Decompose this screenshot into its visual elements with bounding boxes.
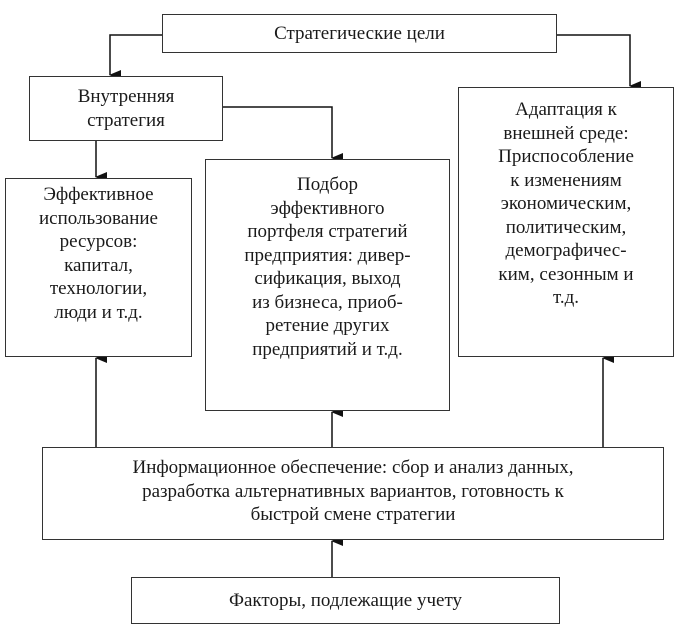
node-internal-strategy: Внутренняя стратегия	[29, 76, 223, 141]
node-text: Информационное обеспечение: сбор и анали…	[132, 457, 574, 478]
node-text: внешней среде:	[503, 122, 629, 144]
node-text: использование	[39, 207, 158, 229]
node-text: демографичес-	[505, 240, 627, 261]
node-strategy-portfolio: Подбор эффективного портфеля стратегий п…	[205, 159, 450, 411]
node-text: Стратегические цели	[274, 22, 445, 44]
node-text: Факторы, подлежащие учету	[228, 589, 463, 611]
node-text: Внутренняя	[77, 86, 175, 107]
node-text: портфеля стратегий	[247, 221, 408, 242]
node-factors: Факторы, подлежащие учету	[131, 577, 560, 624]
node-text: Эффективное	[43, 184, 154, 205]
node-adaptation: Адаптация к внешней среде: Приспособлени…	[458, 87, 674, 357]
edge-goals-internal	[109, 34, 162, 80]
edge-internal-portfolio	[223, 106, 343, 163]
node-text: предприятий и т.д.	[252, 338, 403, 360]
node-text: т.д.	[552, 287, 580, 308]
node-text: люди и т.д.	[54, 301, 143, 323]
node-text: предприятия: дивер-	[244, 244, 411, 266]
node-text: сификация, выход	[254, 268, 401, 289]
node-strategic-goals: Стратегические цели	[162, 14, 557, 53]
node-text: эффективного	[270, 197, 385, 219]
node-text: экономическим,	[500, 193, 632, 214]
node-text: ресурсов:	[59, 231, 138, 252]
node-text: технологии,	[49, 278, 148, 299]
node-text: стратегия	[87, 109, 165, 131]
node-text: политическим,	[505, 216, 627, 238]
node-efficient-resources: Эффективное использование ресурсов: капи…	[5, 178, 192, 357]
node-information-support: Информационное обеспечение: сбор и анали…	[42, 447, 664, 540]
node-text: ретение других	[265, 315, 390, 336]
node-text: Подбор	[296, 174, 358, 195]
node-text: разработка альтернативных вариантов, гот…	[142, 480, 564, 502]
node-text: из бизнеса, приоб-	[252, 291, 403, 313]
edge-goals-adaptation	[557, 34, 641, 91]
node-text: капитал,	[64, 254, 133, 276]
node-text: к изменениям	[510, 169, 622, 191]
node-text: ким, сезонным и	[498, 263, 634, 285]
node-text: Адаптация к	[515, 99, 617, 120]
node-text: быстрой смене стратегии	[250, 504, 456, 525]
node-text: Приспособление	[498, 146, 634, 167]
